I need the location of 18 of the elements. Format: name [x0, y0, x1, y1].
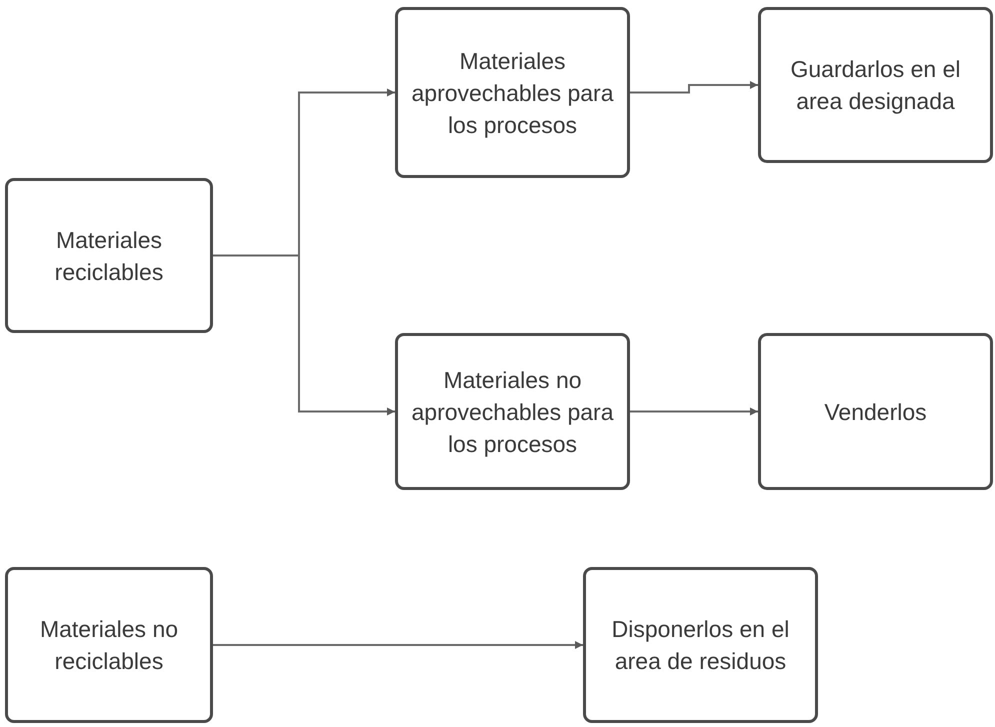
- arrow: [630, 408, 758, 416]
- box-label: Materiales no reciclables: [38, 615, 180, 676]
- box-label: Materiales aprovechables para los procesos: [410, 46, 615, 140]
- process-box: [5, 567, 213, 723]
- process-box: [583, 567, 818, 723]
- box-label: Guardarlos en el area designada: [789, 55, 962, 116]
- process-box: [5, 178, 213, 333]
- arrow: [213, 254, 395, 416]
- box-label: Materiales no aprovechables para los procesos: [410, 366, 615, 459]
- box-label: Venderlos: [824, 398, 927, 426]
- arrow: [630, 81, 758, 94]
- box-label: Materiales reciclables: [54, 226, 164, 286]
- process-box: [758, 7, 993, 163]
- process-box: [758, 333, 993, 490]
- box-label: Disponerlos en el area de residuos: [610, 615, 790, 676]
- process-box: [395, 333, 630, 490]
- process-box: [395, 7, 630, 178]
- arrow: [213, 641, 583, 649]
